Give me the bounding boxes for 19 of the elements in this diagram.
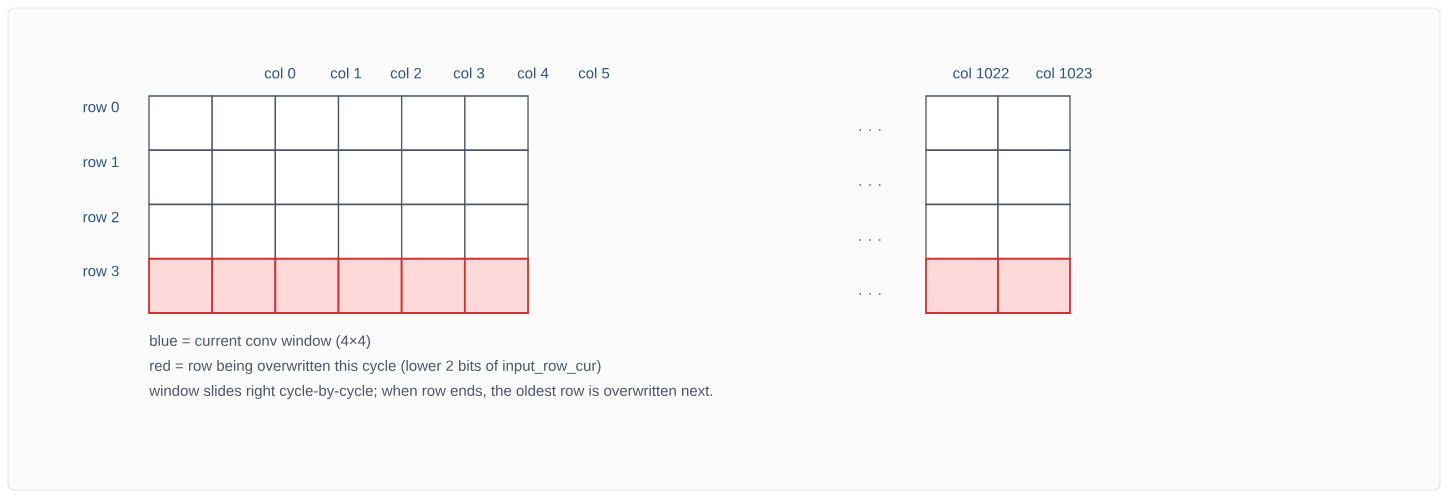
row-label: row 1 bbox=[83, 156, 119, 168]
row-label: row 3 bbox=[83, 265, 119, 277]
row-label: row 0 bbox=[83, 101, 119, 113]
ellipsis: . . . bbox=[859, 184, 881, 186]
column-label: col 2 bbox=[390, 67, 422, 79]
column-label: col 3 bbox=[453, 67, 485, 79]
column-label: col 5 bbox=[578, 67, 610, 79]
column-label: col 1023 bbox=[1036, 67, 1092, 79]
column-label: col 0 bbox=[264, 67, 296, 79]
ellipsis: . . . bbox=[859, 293, 881, 295]
note-text: red = row being overwritten this cycle (lower 2 bits of input_row_cur) bbox=[150, 360, 601, 374]
column-label: col 4 bbox=[517, 67, 549, 79]
note-text: window slides right cycle-by-cycle; when row ends, the oldest row is overwritten next. bbox=[149, 385, 713, 399]
column-label: col 1 bbox=[330, 67, 362, 79]
note-text: blue = current conv window (4×4) bbox=[150, 335, 370, 349]
ellipsis: . . . bbox=[859, 239, 881, 241]
column-label: col 1022 bbox=[953, 67, 1009, 79]
ellipsis: . . . bbox=[859, 129, 881, 131]
row-label: row 2 bbox=[83, 211, 119, 223]
